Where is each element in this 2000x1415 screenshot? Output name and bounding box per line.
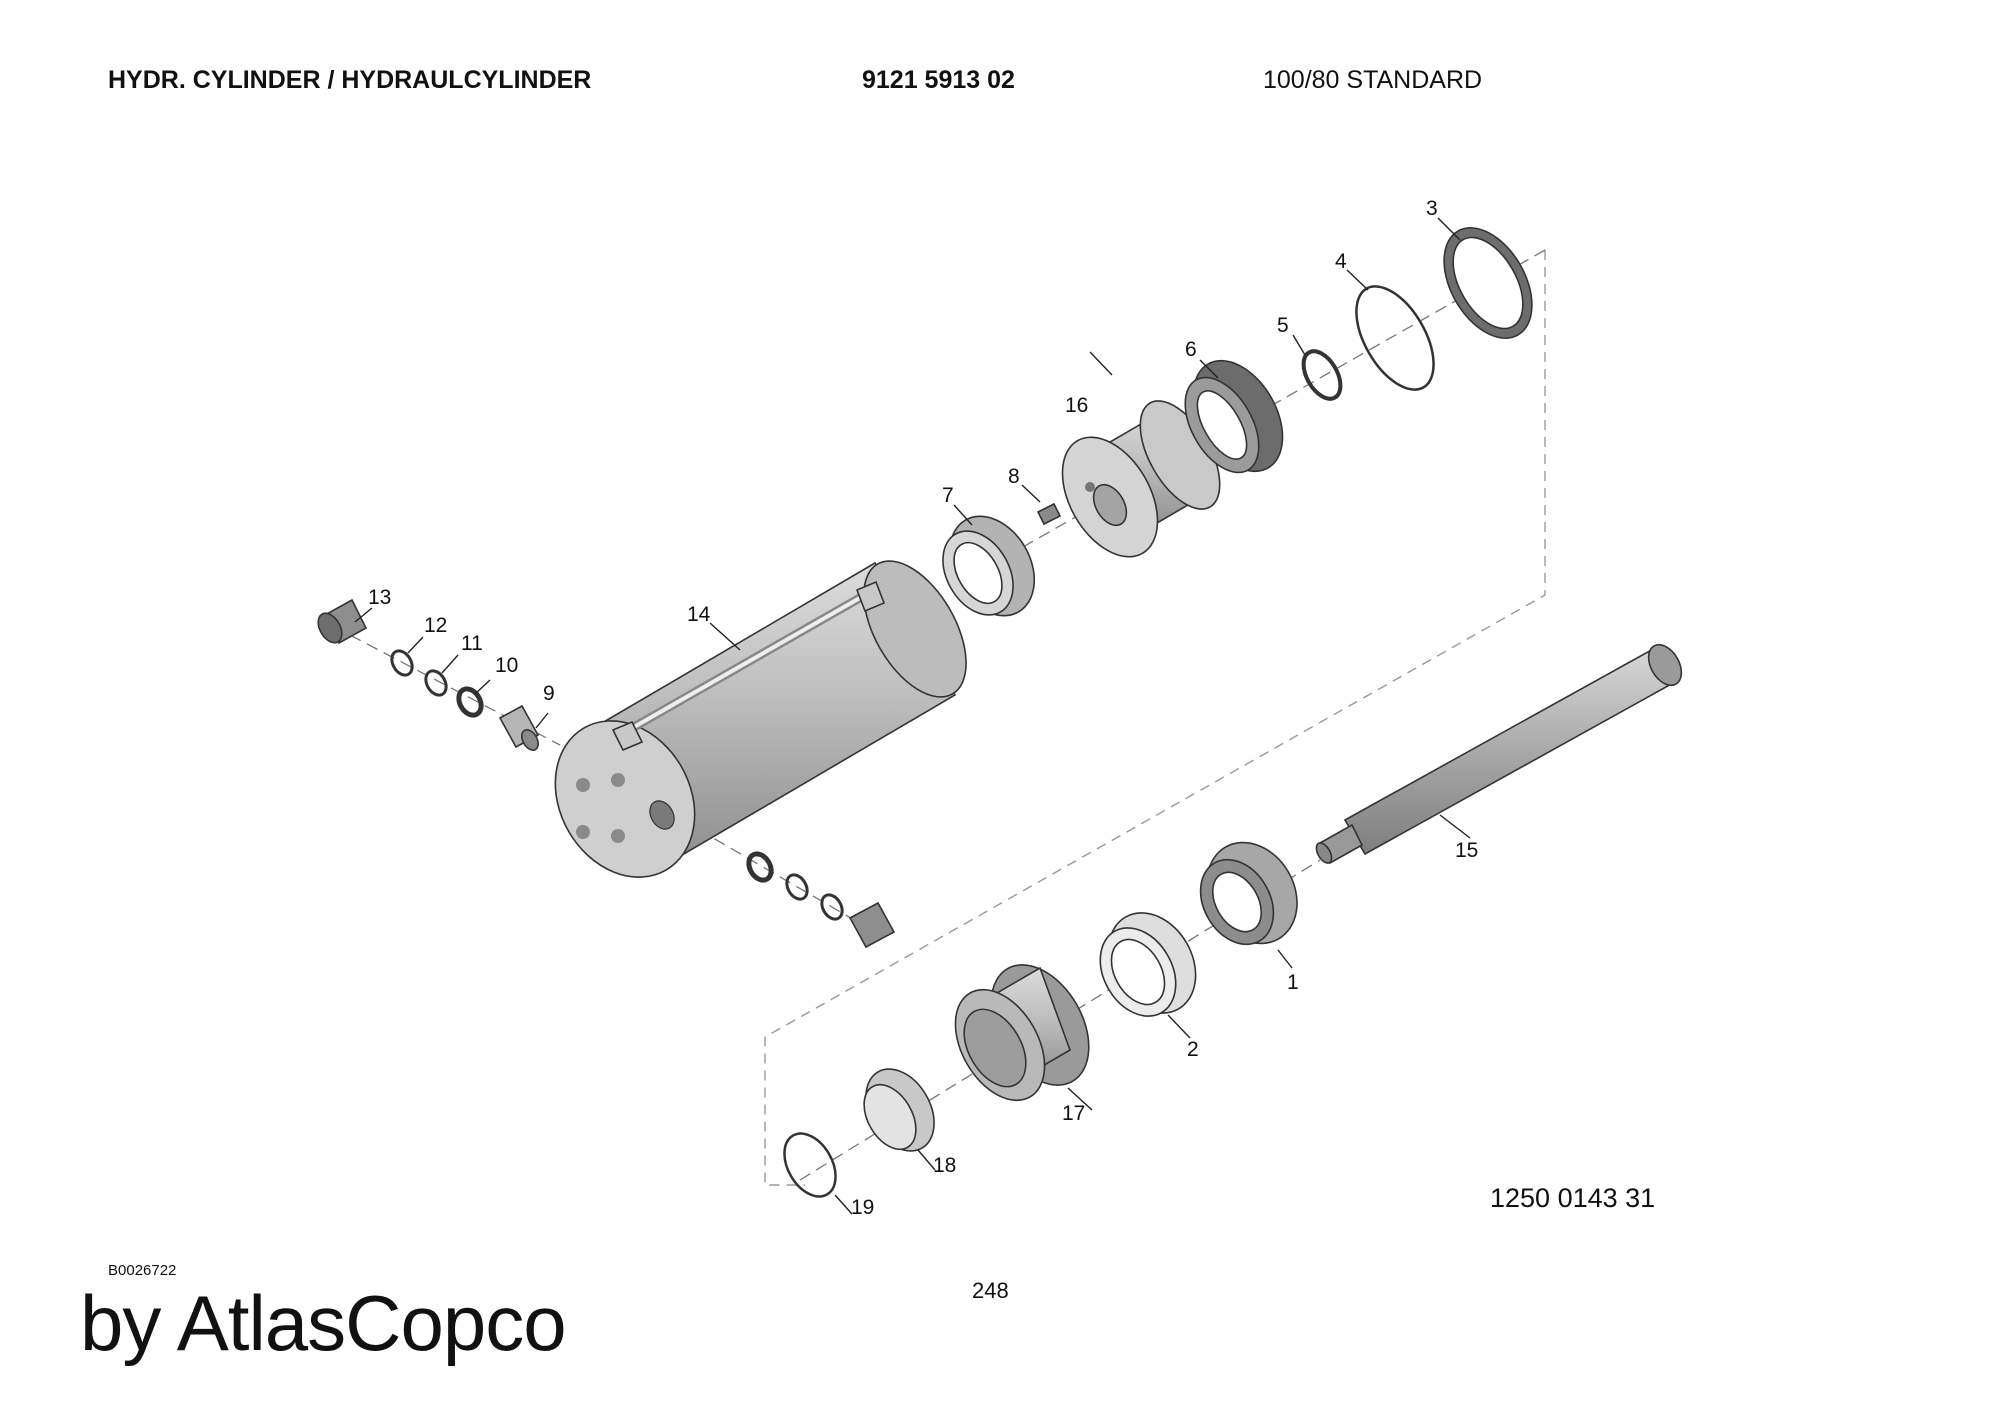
part-piston-seal (1184, 359, 1284, 474)
part-plug-fitting (317, 598, 368, 645)
part-o-ring-small (1301, 349, 1343, 401)
part-set-screw (1036, 502, 1062, 526)
reference-code: B0026722 (108, 1262, 177, 1279)
header-title: HYDR. CYLINDER / HYDRAULCYLINDER (108, 66, 592, 94)
part-seal-ring-end-a (746, 851, 774, 883)
part-seal-ring-12 (390, 649, 414, 677)
page-number: 248 (972, 1278, 1009, 1303)
part-o-ring-large (1355, 285, 1435, 391)
header-variant: 100/80 STANDARD (1263, 66, 1483, 94)
part-piston-rod (1315, 643, 1683, 865)
callout-4: 4 (1335, 250, 1347, 273)
part-cylinder-head (954, 964, 1090, 1102)
part-seal-ring-end-c (820, 893, 844, 921)
callout-14: 14 (687, 603, 711, 626)
drawing-number: 1250 0143 31 (1490, 1183, 1656, 1213)
header-part-number: 9121 5913 02 (862, 66, 1015, 94)
part-check-valve (498, 704, 540, 751)
callout-18: 18 (933, 1154, 956, 1177)
part-bushing (1099, 912, 1197, 1017)
callout-7: 7 (942, 484, 954, 507)
callout-11: 11 (461, 632, 483, 655)
part-sleeve (863, 1068, 935, 1152)
brand-wordmark: by AtlasCopco (80, 1279, 567, 1367)
callout-5: 5 (1277, 314, 1289, 337)
callout-13: 13 (368, 586, 391, 609)
callout-6: 6 (1185, 338, 1197, 361)
callout-19: 19 (851, 1196, 874, 1219)
callout-17: 17 (1062, 1102, 1085, 1125)
assembly-frame-line (764, 250, 1546, 1186)
callout-9: 9 (543, 682, 555, 705)
part-piston (1061, 400, 1221, 558)
part-plug-fitting-end (848, 901, 896, 949)
callout-1: 1 (1287, 971, 1299, 994)
part-o-ring-19 (783, 1132, 837, 1198)
leader-lines (354, 217, 1471, 1215)
callout-16: 16 (1065, 394, 1088, 417)
callout-8: 8 (1008, 465, 1020, 488)
callout-3: 3 (1426, 197, 1438, 220)
callout-10: 10 (495, 654, 518, 677)
part-seal-ring-11 (424, 669, 448, 697)
part-guide-ring (942, 515, 1036, 617)
part-cylinder-tube (554, 560, 967, 878)
part-seal-ring-10 (456, 686, 484, 718)
part-wear-ring (1443, 227, 1533, 339)
callout-15: 15 (1455, 839, 1478, 862)
part-seal-ring-end-b (785, 873, 809, 901)
part-rod-seal (1199, 841, 1298, 946)
callout-2: 2 (1187, 1038, 1199, 1061)
callout-12: 12 (424, 614, 447, 637)
